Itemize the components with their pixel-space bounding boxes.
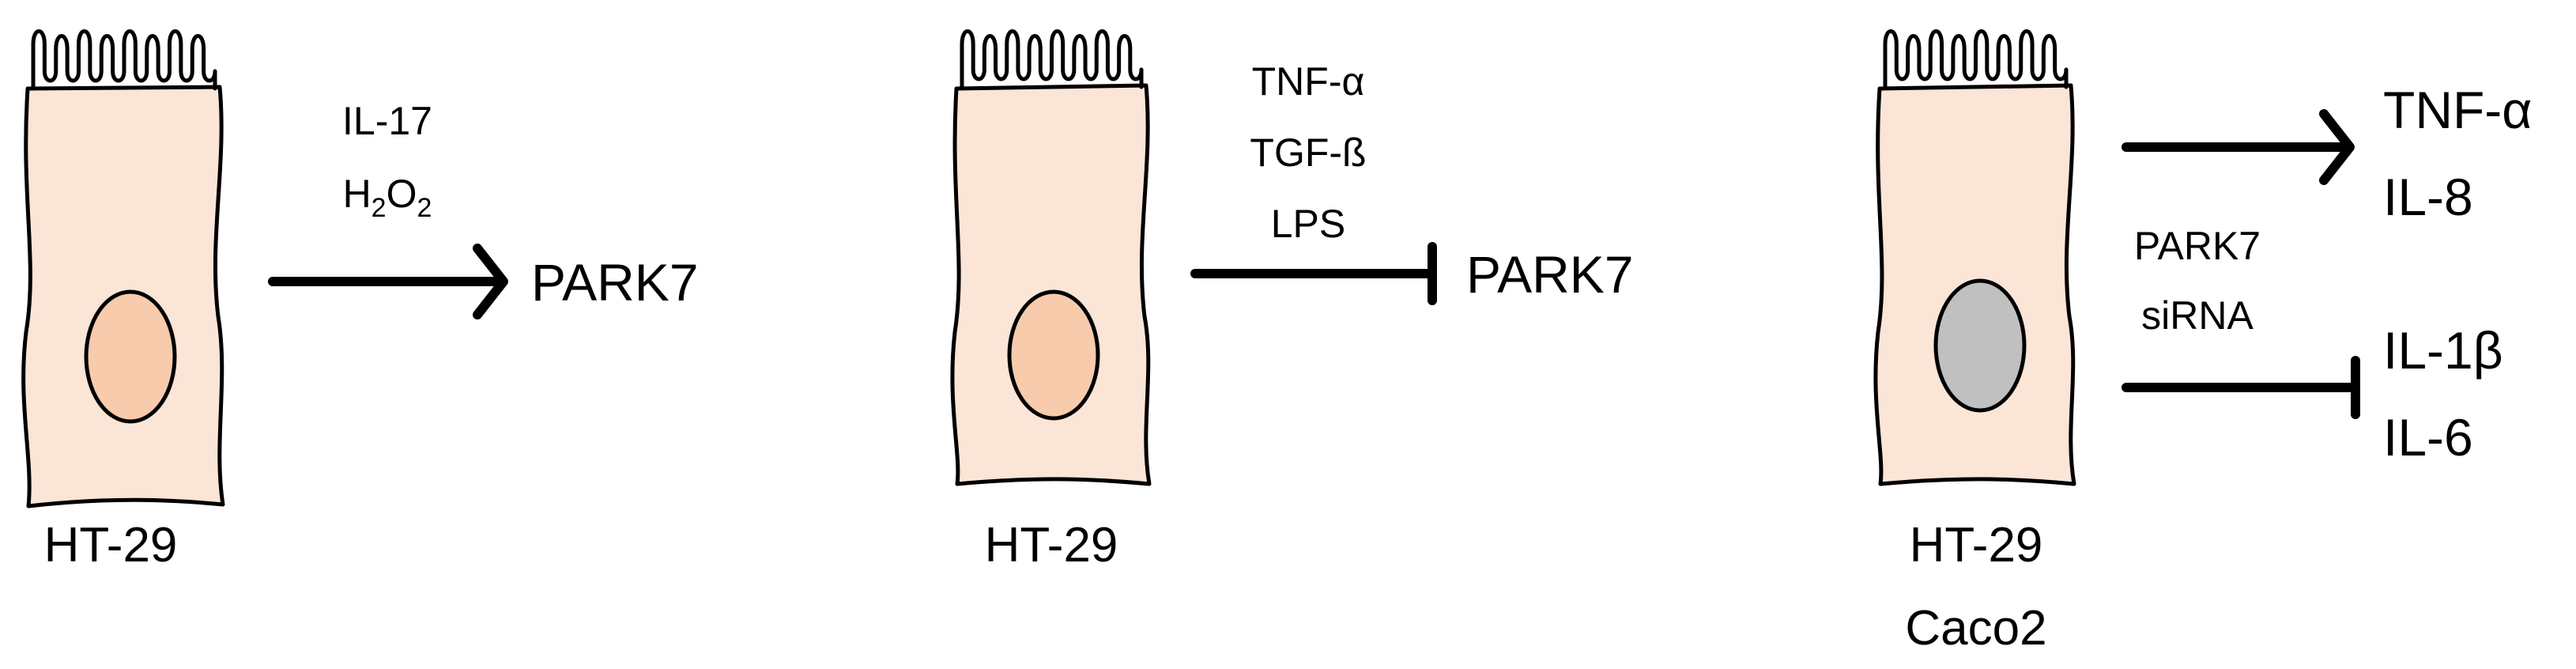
nucleus-silenced [1933,278,2027,413]
cell-label: Caco2 [1905,601,2046,656]
stimulus-label-h2o2: H2O2 [343,172,432,223]
activation-arrow [2122,109,2355,185]
stimulus-label: PARK7 [2134,224,2261,268]
nucleus [1007,289,1100,421]
panel-3: HT-29 Caco2 PARK7 siRNA TNF-α IL-8 IL-1β… [1873,29,2532,656]
cell-label: HT-29 [1910,518,2043,573]
target-label: IL-1β [2383,321,2503,380]
epithelial-cell-1 [21,29,225,508]
stimulus-label: TGF-ß [1250,130,1366,175]
target-label: IL-6 [2383,408,2473,467]
microvilli [31,29,217,91]
stimulus-label: LPS [1271,202,1346,246]
cell-label: HT-29 [985,518,1118,573]
stimulus-label: siRNA [2141,293,2254,338]
epithelial-cell-2 [950,29,1152,486]
target-label: TNF-α [2383,81,2532,139]
target-label: IL-8 [2383,168,2473,226]
stimulus-label: IL-17 [342,99,432,143]
cell-label: HT-29 [44,518,178,573]
target-label: PARK7 [531,253,699,312]
nucleus [84,289,177,424]
inhibition-arrow [1190,242,1437,305]
microvilli [960,29,1144,89]
inhibition-arrow [2122,356,2360,419]
activation-arrow [268,244,508,319]
panel-2: HT-29 TNF-α TGF-ß LPS PARK7 [950,29,1634,573]
target-label: PARK7 [1466,245,1634,304]
microvilli [1883,29,2069,89]
panel-1: HT-29 IL-17 H2O2 PARK7 [21,29,699,573]
cell-body [950,83,1152,486]
epithelial-cell-3 [1873,29,2076,486]
stimulus-label: TNF-α [1252,59,1365,104]
